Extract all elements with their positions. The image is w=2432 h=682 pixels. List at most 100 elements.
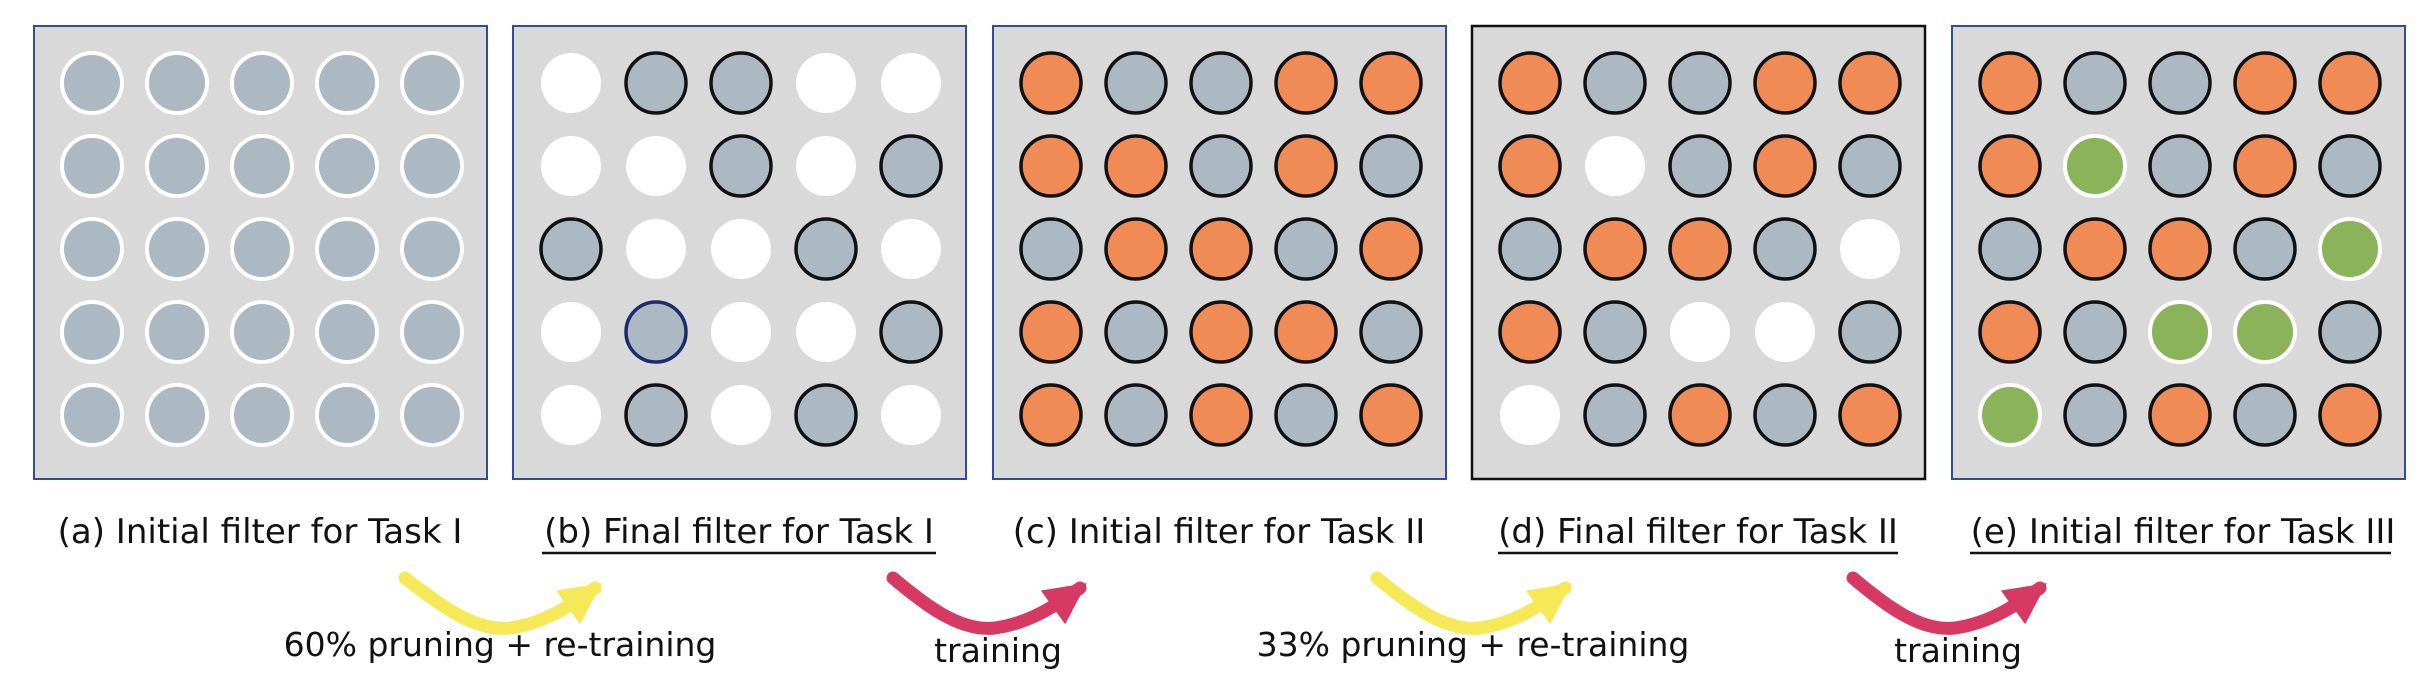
panel-e-task-2-neuron-r5c3 [2148, 383, 2212, 447]
panel-b-kept-neuron-r3c1 [539, 217, 603, 281]
panel-e-kept-neuron-r3c4 [2233, 217, 2297, 281]
panel-b-pruned-neuron-r5c5 [881, 385, 941, 445]
panel-e: (e) Initial filter for Task III [1951, 25, 2406, 555]
panel-e-task-2-neuron-r3c2 [2063, 217, 2127, 281]
panel-e-task-2-neuron-r1c1 [1978, 51, 2042, 115]
panel-a-untrained-neuron-r2c2 [145, 134, 209, 198]
panel-c-caption: (c) Initial filter for Task II [1013, 512, 1426, 552]
panel-d-task-2-neuron-r3c3 [1668, 217, 1732, 281]
panel-b-kept-neuron-r5c4 [794, 383, 858, 447]
panel-e-kept-neuron-r5c4 [2233, 383, 2297, 447]
panel-b-pruned-neuron-r1c1 [541, 53, 601, 113]
panel-a-untrained-neuron-r5c3 [230, 383, 294, 447]
panel-e-task-2-neuron-r5c5 [2318, 383, 2382, 447]
panel-d-task-2-neuron-r5c3 [1668, 383, 1732, 447]
panel-a-untrained-neuron-r5c5 [400, 383, 464, 447]
arrow-prune-task-2 [1370, 571, 1572, 635]
panel-d-task-2-neuron-r1c1 [1498, 51, 1562, 115]
panel-e-task-3-neuron-r4c4 [2233, 300, 2297, 364]
panel-a-untrained-neuron-r1c5 [400, 51, 464, 115]
panel-d-task-2-neuron-r1c4 [1753, 51, 1817, 115]
panel-d-pruned-neuron-r4c4 [1755, 302, 1815, 362]
panel-d-kept-neuron-r2c3 [1668, 134, 1732, 198]
panel-e-kept-neuron-r3c1 [1978, 217, 2042, 281]
panel-b-kept-neuron-r2c3 [709, 134, 773, 198]
panel-d-pruned-neuron-r4c3 [1670, 302, 1730, 362]
panel-c-task-2-neuron-r5c5 [1359, 383, 1423, 447]
panel-d-caption: (d) Final filter for Task II [1498, 512, 1898, 552]
panel-d-kept-neuron-r3c4 [1753, 217, 1817, 281]
panel-d-pruned-neuron-r3c5 [1840, 219, 1900, 279]
transition-label-4: training [1894, 631, 2022, 670]
panel-a-untrained-neuron-r5c2 [145, 383, 209, 447]
panel-d-kept-neuron-r3c1 [1498, 217, 1562, 281]
panel-a-untrained-neuron-r5c4 [315, 383, 379, 447]
panel-c-kept-neuron-r4c5 [1359, 300, 1423, 364]
panel-e-neuron-grid [1978, 51, 2382, 447]
panel-b-pruned-neuron-r3c2 [626, 219, 686, 279]
panel-c-kept-neuron-r3c4 [1274, 217, 1338, 281]
panel-c-task-2-neuron-r1c1 [1019, 51, 1083, 115]
panel-b-pruned-neuron-r3c3 [711, 219, 771, 279]
panel-a-untrained-neuron-r1c2 [145, 51, 209, 115]
transition-label-2: training [934, 631, 1062, 670]
panel-b-pruned-neuron-r4c1 [541, 302, 601, 362]
panel-d-task-2-neuron-r3c2 [1583, 217, 1647, 281]
panel-c-task-2-neuron-r3c3 [1189, 217, 1253, 281]
panel-d-task-2-neuron-r2c4 [1753, 134, 1817, 198]
panel-b-kept-neuron-r1c2 [624, 51, 688, 115]
panel-c-neuron-grid [1019, 51, 1423, 447]
panel-e-task-2-neuron-r2c1 [1978, 134, 2042, 198]
panel-a-untrained-neuron-r1c3 [230, 51, 294, 115]
panel-e-kept-neuron-r4c5 [2318, 300, 2382, 364]
panel-b-pruned-neuron-r1c4 [796, 53, 856, 113]
panel-b-pruned-neuron-r5c3 [711, 385, 771, 445]
panel-a: (a) Initial filter for Task I [33, 25, 488, 552]
panel-b-pruned-neuron-r4c4 [796, 302, 856, 362]
panel-a-untrained-neuron-r2c1 [60, 134, 124, 198]
panel-b-kept-neuron-r2c5 [879, 134, 943, 198]
panel-b-pruned-neuron-r4c3 [711, 302, 771, 362]
panel-c-task-2-neuron-r1c5 [1359, 51, 1423, 115]
panel-c-task-2-neuron-r4c3 [1189, 300, 1253, 364]
panel-b-caption: (b) Final filter for Task I [544, 512, 934, 552]
panel-e-task-2-neuron-r1c4 [2233, 51, 2297, 115]
panel-b-pruned-neuron-r3c5 [881, 219, 941, 279]
panel-b-pruned-neuron-r1c5 [881, 53, 941, 113]
transition-label-1: 60% pruning + re-training [284, 625, 717, 664]
panel-c-task-2-neuron-r5c3 [1189, 383, 1253, 447]
panel-e-task-3-neuron-r4c3 [2148, 300, 2212, 364]
panel-a-untrained-neuron-r3c1 [60, 217, 124, 281]
panel-a-untrained-neuron-r2c5 [400, 134, 464, 198]
panel-d-task-2-neuron-r2c1 [1498, 134, 1562, 198]
panel-d-task-2-neuron-r1c5 [1838, 51, 1902, 115]
panel-a-untrained-neuron-r3c5 [400, 217, 464, 281]
panel-d-task-2-neuron-r4c1 [1498, 300, 1562, 364]
panel-e-task-3-neuron-r3c5 [2318, 217, 2382, 281]
panel-a-neuron-grid [60, 51, 464, 447]
panel-a-untrained-neuron-r4c5 [400, 300, 464, 364]
panel-e-task-2-neuron-r4c1 [1978, 300, 2042, 364]
panel-a-untrained-neuron-r3c3 [230, 217, 294, 281]
panel-a-untrained-neuron-r3c4 [315, 217, 379, 281]
panel-e-task-2-neuron-r2c4 [2233, 134, 2297, 198]
panel-b-kept-neuron-r4c2 [624, 300, 688, 364]
panel-c-kept-neuron-r1c2 [1104, 51, 1168, 115]
panel-a-untrained-neuron-r1c4 [315, 51, 379, 115]
panel-c-task-2-neuron-r1c4 [1274, 51, 1338, 115]
panel-e-caption: (e) Initial filter for Task III [1971, 512, 2396, 552]
panel-d-kept-neuron-r4c2 [1583, 300, 1647, 364]
panel-b-pruned-neuron-r5c1 [541, 385, 601, 445]
panel-c-kept-neuron-r3c1 [1019, 217, 1083, 281]
panel-d-task-2-neuron-r5c5 [1838, 383, 1902, 447]
panel-c: (c) Initial filter for Task II [992, 25, 1447, 552]
panel-d-kept-neuron-r1c2 [1583, 51, 1647, 115]
panel-c-kept-neuron-r2c5 [1359, 134, 1423, 198]
panel-c-kept-neuron-r5c4 [1274, 383, 1338, 447]
panel-a-untrained-neuron-r1c1 [60, 51, 124, 115]
arrow-prune-task-1 [398, 571, 602, 635]
panel-c-kept-neuron-r5c2 [1104, 383, 1168, 447]
panel-d-kept-neuron-r5c4 [1753, 383, 1817, 447]
panel-c-kept-neuron-r2c3 [1189, 134, 1253, 198]
